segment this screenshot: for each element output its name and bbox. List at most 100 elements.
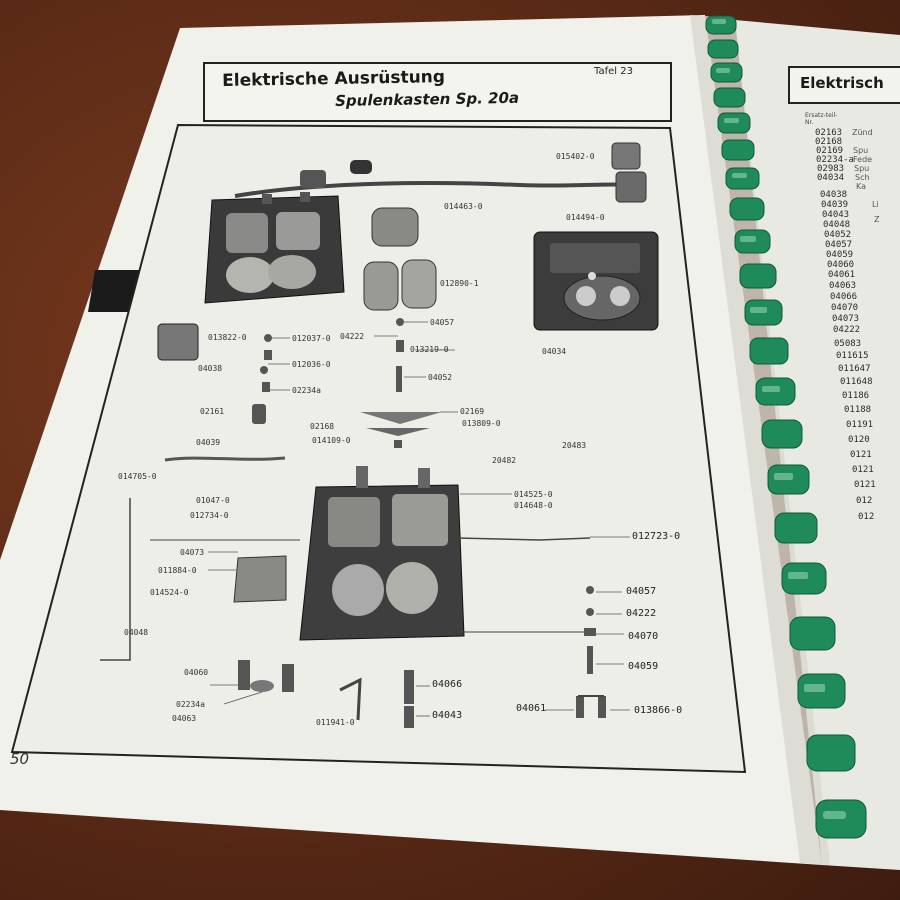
- part-description: Sch: [855, 173, 870, 182]
- hook-wire: [339, 677, 362, 721]
- part-label: 012036-0: [292, 360, 331, 369]
- part-label: 04073: [180, 548, 205, 557]
- part-number: 04060: [827, 260, 855, 270]
- part-label: 04057: [430, 318, 455, 327]
- right-page-header-box: [788, 66, 900, 104]
- part-number: 02163: [815, 128, 843, 138]
- page-title: Elektrische Ausrüstung: [222, 67, 446, 91]
- leader-lines: [208, 321, 630, 717]
- part-number: 011647: [838, 364, 871, 374]
- part-label: 011941-0: [316, 718, 355, 727]
- part-number: 01188: [844, 405, 872, 415]
- cable-terminal: [300, 170, 326, 188]
- part-label: 04048: [124, 628, 149, 637]
- part-label: 04070: [628, 631, 659, 642]
- bolt-stack-center: [360, 318, 442, 448]
- coil-box-top: [204, 192, 345, 304]
- part-label: 014524-0: [150, 588, 189, 597]
- pin-a: [404, 670, 414, 704]
- part-label: 04061: [516, 703, 547, 714]
- part-number: 04039: [821, 200, 849, 210]
- part-label: 012037-0: [292, 334, 331, 343]
- part-label: 20482: [492, 456, 517, 465]
- part-label: 04063: [172, 714, 197, 723]
- part-label: 01047-0: [196, 496, 230, 505]
- part-number: 0121: [854, 480, 876, 490]
- right-page-sheet: [735, 20, 900, 870]
- part-number: 02168: [815, 137, 843, 147]
- ignition-coil: [371, 207, 419, 247]
- insulation-plate: [233, 555, 287, 603]
- part-label: 02168: [310, 422, 335, 431]
- part-label: 012890-1: [440, 279, 479, 288]
- part-label: 013822-0: [208, 333, 247, 342]
- part-description: Ka: [856, 182, 867, 191]
- cable-connector: [350, 160, 372, 174]
- coil-box-cover: [533, 231, 659, 331]
- part-label: 04060: [184, 668, 209, 677]
- part-number: 04057: [825, 240, 853, 250]
- spiral-binding: [705, 15, 867, 839]
- part-label: 013809-0: [462, 419, 501, 428]
- page-header-box: [203, 62, 672, 122]
- spine-shadow: [690, 15, 830, 865]
- part-label: 04222: [340, 332, 365, 341]
- part-number: 02169: [816, 146, 844, 156]
- page-subtitle: Spulenkasten Sp. 20a: [335, 88, 520, 110]
- condenser-2: [401, 259, 437, 309]
- part-number: 04034: [817, 173, 845, 183]
- cable-left: [164, 456, 286, 462]
- part-label: 014463-0: [444, 202, 483, 211]
- part-label: 04038: [198, 364, 223, 373]
- part-number: 011648: [840, 377, 873, 387]
- part-number: 011615: [836, 351, 869, 361]
- part-number: 0121: [850, 450, 872, 460]
- part-number: 04061: [828, 270, 856, 280]
- part-number: 04059: [826, 250, 854, 260]
- bolt-stack-left: [252, 334, 272, 424]
- bracket-2: [282, 664, 294, 692]
- part-label: 04059: [628, 661, 659, 672]
- part-label: 02234a: [292, 386, 321, 395]
- part-label: 011884-0: [158, 566, 197, 575]
- part-number: 04073: [832, 314, 860, 324]
- part-number: 02983: [817, 164, 845, 174]
- part-description: Li: [872, 200, 879, 209]
- part-label: 04057: [626, 586, 657, 597]
- part-number: 04038: [820, 190, 848, 200]
- part-number: 04048: [823, 220, 851, 230]
- part-description: Fede: [853, 155, 873, 164]
- part-number: 04043: [822, 210, 850, 220]
- part-label: 015402-0: [556, 152, 595, 161]
- bracket-1: [238, 660, 250, 690]
- part-label: 04222: [626, 608, 657, 619]
- part-label: 014705-0: [118, 472, 157, 481]
- spark-plug-cap-2: [615, 171, 647, 203]
- pin-b: [404, 706, 414, 728]
- clamp: [250, 680, 274, 692]
- part-number: 04070: [831, 303, 859, 313]
- part-label: 012734-0: [190, 511, 229, 520]
- column-header: Ersatz-teil-Nr.: [805, 112, 838, 126]
- part-description: Z: [874, 215, 880, 224]
- part-label: 014494-0: [566, 213, 605, 222]
- part-number: 02234-a: [816, 155, 854, 165]
- part-number: 0121: [852, 465, 874, 475]
- flange-plate: [157, 323, 199, 361]
- part-label: 014525-0: [514, 490, 553, 499]
- wire-right: [457, 537, 591, 541]
- bolt-stack-right: [576, 586, 606, 718]
- part-number: 01186: [842, 391, 870, 401]
- part-number: 012: [856, 496, 873, 506]
- part-label: 013219-0: [410, 345, 449, 354]
- part-number: 012: [858, 512, 875, 522]
- part-label: 02234a: [176, 700, 205, 709]
- part-label: 02161: [200, 407, 225, 416]
- part-description: Zünd: [852, 128, 873, 137]
- part-description: Spu: [854, 164, 870, 173]
- part-number: 04222: [833, 325, 861, 335]
- part-label: 014648-0: [514, 501, 553, 510]
- part-number: 01191: [846, 420, 874, 430]
